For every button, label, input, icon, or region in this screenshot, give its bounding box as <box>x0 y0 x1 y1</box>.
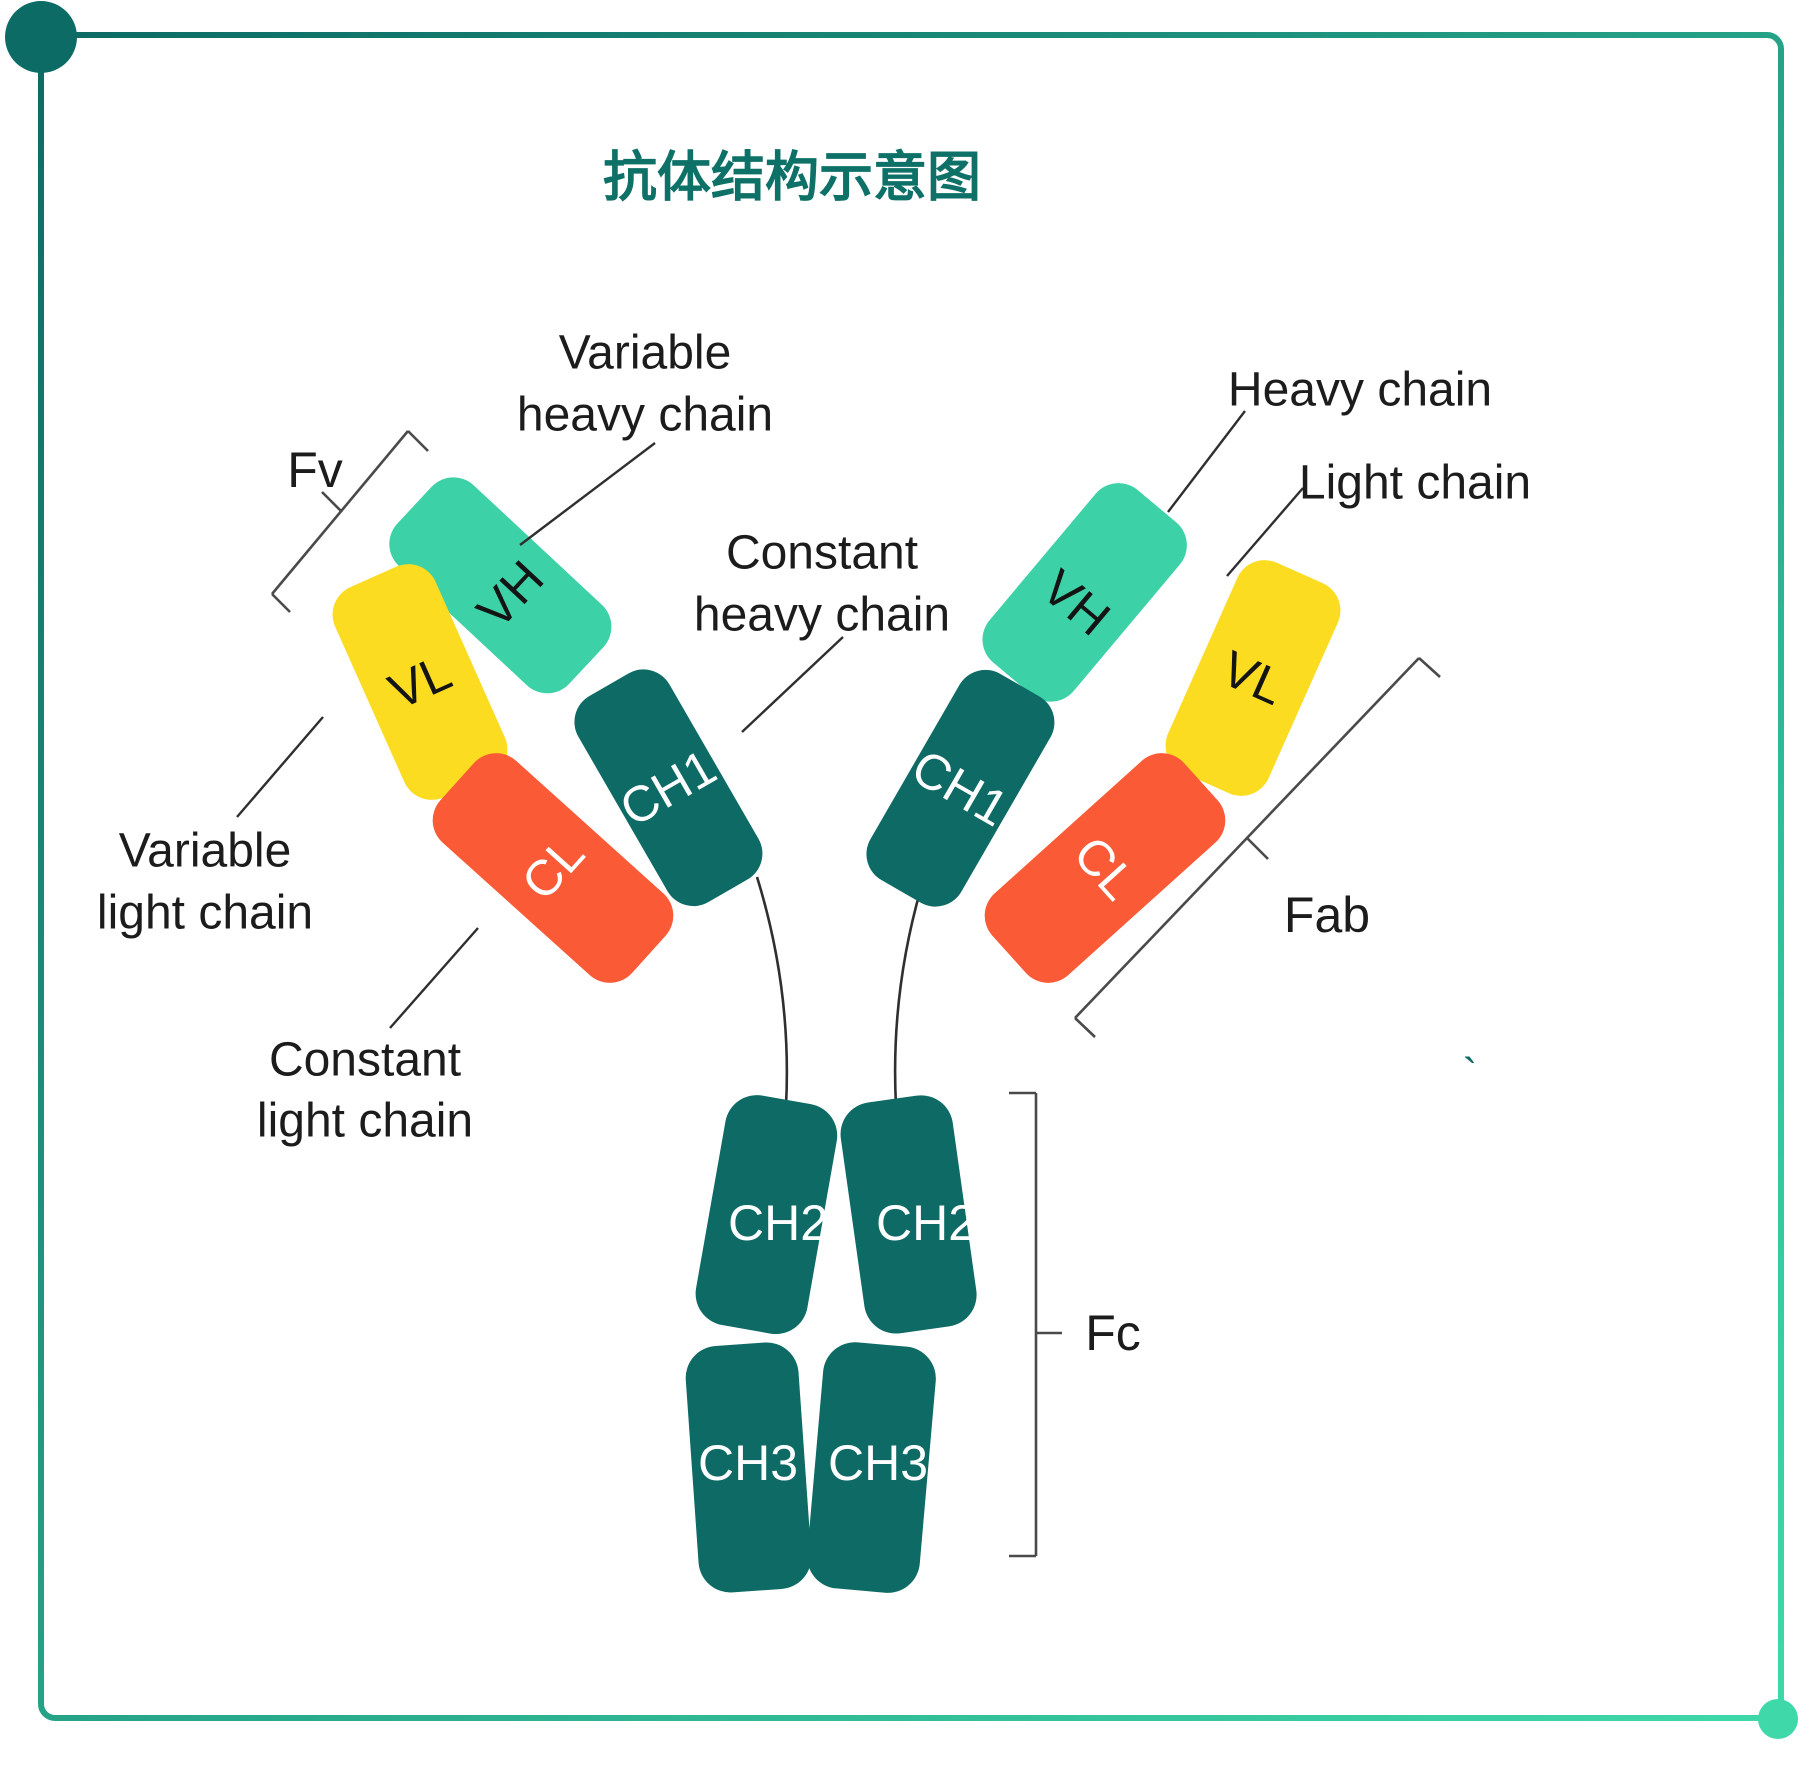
label-fv: Fv <box>287 442 343 498</box>
domain-label-ch2-left: CH2 <box>728 1195 828 1251</box>
stray-tick-mark: ` <box>1463 1050 1478 1099</box>
domain-block-cl-right: CL <box>984 753 1226 983</box>
label-constant-light-chain: Constant light chain <box>257 1034 473 1148</box>
page-title: 抗体结构示意图 <box>603 146 981 209</box>
label-fab: Fab <box>1284 887 1370 943</box>
label-variable-light-chain: Variable light chain <box>97 825 313 940</box>
corner-dot-top-left <box>5 1 77 73</box>
corner-dot-bottom-right <box>1758 1699 1798 1739</box>
label-constant-heavy-line1: Constant <box>726 527 918 580</box>
domain-block-ch3-left <box>685 1342 812 1593</box>
bracket-fc <box>1009 1091 1062 1558</box>
domain-label-ch3-left: CH3 <box>698 1435 798 1491</box>
domain-label-ch3-right: CH3 <box>828 1435 928 1491</box>
label-variable-light-line2: light chain <box>97 887 313 940</box>
ch2-left-rect <box>695 1095 838 1335</box>
label-constant-light-line2: light chain <box>257 1095 473 1148</box>
label-fc: Fc <box>1085 1305 1141 1361</box>
vh-right-rect <box>982 483 1187 702</box>
hinge-line-left <box>755 876 789 1107</box>
cl-left-rect <box>432 753 674 983</box>
label-variable-heavy-line1: Variable <box>559 327 732 380</box>
hinge-line-right <box>893 877 926 1107</box>
ch2-right-rect <box>840 1095 977 1334</box>
ch3-left-rect <box>685 1342 812 1593</box>
label-variable-light-line1: Variable <box>119 825 292 878</box>
ch3-right-rect <box>807 1342 936 1593</box>
ch1-right-rect <box>866 669 1055 907</box>
leader-constant-light-chain <box>389 927 479 1029</box>
label-variable-heavy-line2: heavy chain <box>517 389 773 442</box>
bracket-fab <box>1074 657 1441 1038</box>
domain-block-ch2-left <box>695 1095 838 1335</box>
leader-light-chain <box>1226 487 1304 577</box>
label-variable-heavy-chain: Variable heavy chain <box>517 327 773 442</box>
bracket-fv <box>271 430 429 613</box>
domain-block-vl-right: VL <box>1165 560 1341 796</box>
domain-block-ch3-right <box>807 1342 936 1593</box>
domain-block-vl-left: VL <box>332 564 508 800</box>
leader-constant-heavy-chain <box>741 636 844 733</box>
domain-block-ch1-right: CH1 <box>866 669 1055 907</box>
domain-block-vh-right: VH <box>982 483 1187 702</box>
vl-left-rect <box>332 564 508 800</box>
domain-block-vh-left: VH <box>389 477 612 694</box>
label-constant-light-line1: Constant <box>269 1034 461 1087</box>
leader-heavy-chain <box>1167 410 1246 513</box>
leader-variable-heavy-chain <box>519 442 656 546</box>
label-constant-heavy-line2: heavy chain <box>694 589 950 642</box>
ch1-left-rect <box>574 669 763 907</box>
label-heavy-chain: Heavy chain <box>1228 364 1492 417</box>
frame-border <box>38 32 1784 1721</box>
vl-right-rect <box>1165 560 1341 796</box>
domain-block-cl-left: CL <box>432 753 674 983</box>
leader-variable-light-chain <box>236 716 324 818</box>
label-light-chain: Light chain <box>1299 457 1531 510</box>
domain-label-ch2-right: CH2 <box>876 1195 976 1251</box>
cl-right-rect <box>984 753 1226 983</box>
vh-left-rect <box>389 477 612 694</box>
label-constant-heavy-chain: Constant heavy chain <box>694 527 950 642</box>
domain-block-ch1-left: CH1 <box>574 669 763 907</box>
domain-block-ch2-right <box>840 1095 977 1334</box>
